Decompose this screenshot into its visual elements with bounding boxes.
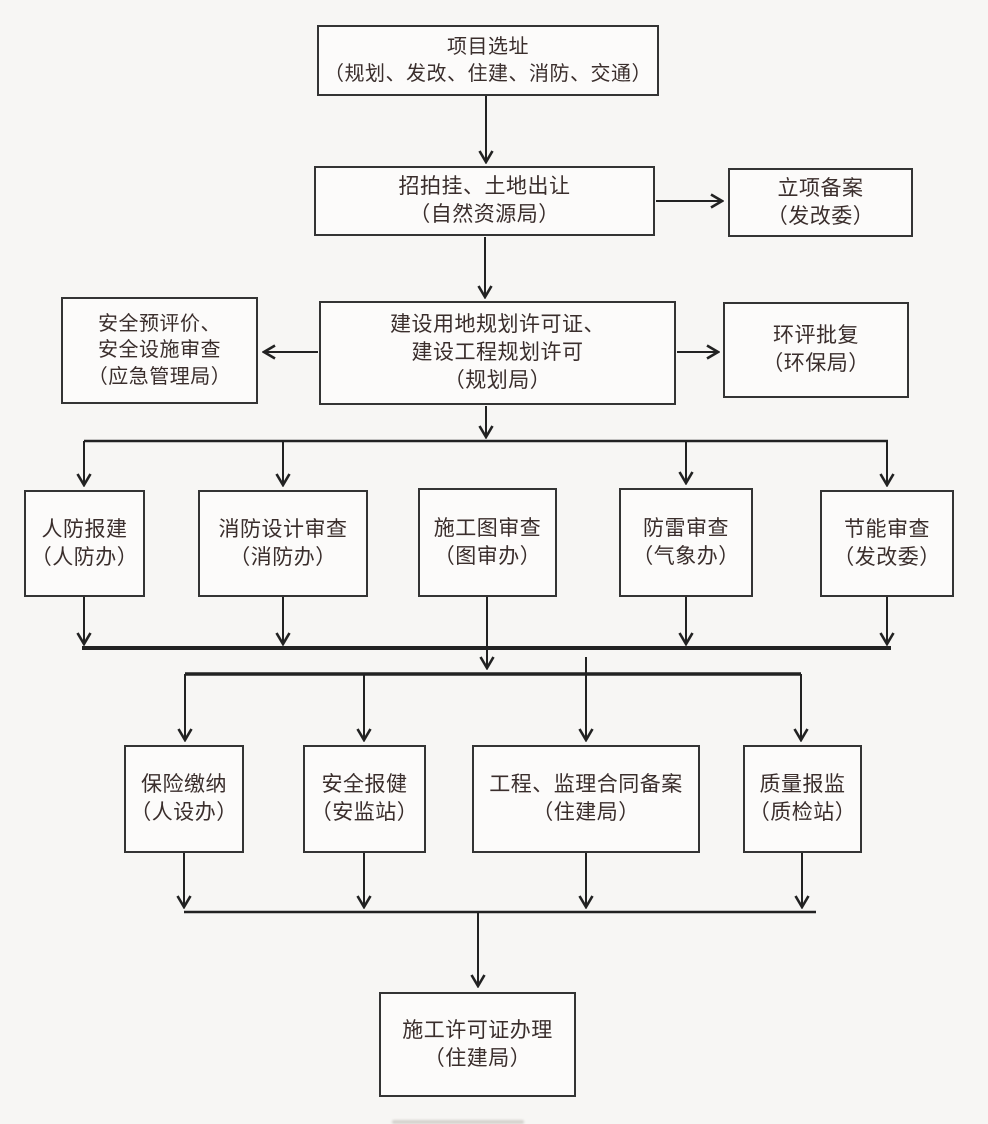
- node-label: 建设用地规划许可证、: [390, 312, 605, 337]
- node-agency: （自然资源局）: [409, 202, 560, 226]
- node-agency: （图审办）: [433, 543, 542, 568]
- cropped-watermark-fragment: [392, 1120, 524, 1124]
- node-label: 安全设施审查: [98, 339, 221, 362]
- node-label: 施工许可证办理: [402, 1017, 553, 1042]
- node-label: 招拍挂、土地出让: [398, 174, 571, 199]
- node-agency: （住建局）: [423, 1045, 532, 1070]
- node-agency: （住建局）: [532, 800, 640, 824]
- node-agency: （规划局）: [443, 367, 552, 392]
- node-agency: （安监站）: [310, 800, 419, 824]
- node-fire-design-review: 消防设计审查 （消防办）: [198, 490, 368, 597]
- node-label: 保险缴纳: [141, 772, 227, 797]
- node-label: 质量报监: [759, 772, 846, 797]
- node-label: 项目选址: [447, 36, 529, 59]
- node-agency: （发改委）: [766, 203, 875, 228]
- node-agency: （消防办）: [229, 544, 337, 569]
- node-project-filing: 立项备案 （发改委）: [728, 168, 913, 237]
- node-label: 立项备案: [777, 175, 864, 200]
- node-label: 防雷审查: [643, 515, 729, 540]
- node-agency: （发改委）: [833, 544, 941, 569]
- node-agency: （环保局）: [762, 351, 870, 375]
- node-agency: （质检站）: [748, 800, 857, 824]
- node-agency: （人设办）: [130, 800, 238, 824]
- node-label: 消防设计审查: [218, 516, 348, 541]
- node-agency: （应急管理局）: [87, 365, 232, 388]
- node-contract-filing: 工程、监理合同备案 （住建局）: [472, 745, 700, 853]
- node-label: 工程、监理合同备案: [489, 772, 683, 797]
- node-civil-defense: 人防报建 （人防办）: [24, 490, 145, 597]
- node-planning-permit: 建设用地规划许可证、 建设工程规划许可 （规划局）: [319, 301, 676, 405]
- node-label: 施工图审查: [433, 515, 542, 540]
- node-env-approval: 环评批复 （环保局）: [723, 302, 909, 398]
- node-safety-report: 安全报健 （安监站）: [303, 745, 426, 853]
- node-energy-review: 节能审查 （发改委）: [820, 490, 954, 597]
- node-construction-permit: 施工许可证办理 （住建局）: [379, 992, 576, 1097]
- node-label: 安全预评价、: [98, 312, 221, 335]
- node-safety-pre-evaluation: 安全预评价、 安全设施审查 （应急管理局）: [61, 297, 258, 404]
- node-insurance-payment: 保险缴纳 （人设办）: [124, 745, 244, 853]
- node-agency: （气象办）: [632, 543, 740, 568]
- node-lightning-review: 防雷审查 （气象办）: [619, 488, 753, 597]
- node-land-transfer: 招拍挂、土地出让 （自然资源局）: [314, 166, 655, 236]
- node-label: 安全报健: [321, 772, 408, 797]
- node-construction-drawing-review: 施工图审查 （图审办）: [418, 488, 557, 597]
- node-label: 人防报建: [41, 516, 128, 541]
- node-label: 环评批复: [773, 323, 859, 348]
- node-agency: （人防办）: [30, 544, 139, 569]
- node-label: 建设工程规划许可: [411, 340, 584, 365]
- node-site-selection: 项目选址 （规划、发改、住建、消防、交通）: [317, 25, 659, 96]
- node-agency: （规划、发改、住建、消防、交通）: [324, 62, 652, 85]
- node-label: 节能审查: [844, 516, 930, 541]
- node-quality-supervision: 质量报监 （质检站）: [743, 745, 862, 853]
